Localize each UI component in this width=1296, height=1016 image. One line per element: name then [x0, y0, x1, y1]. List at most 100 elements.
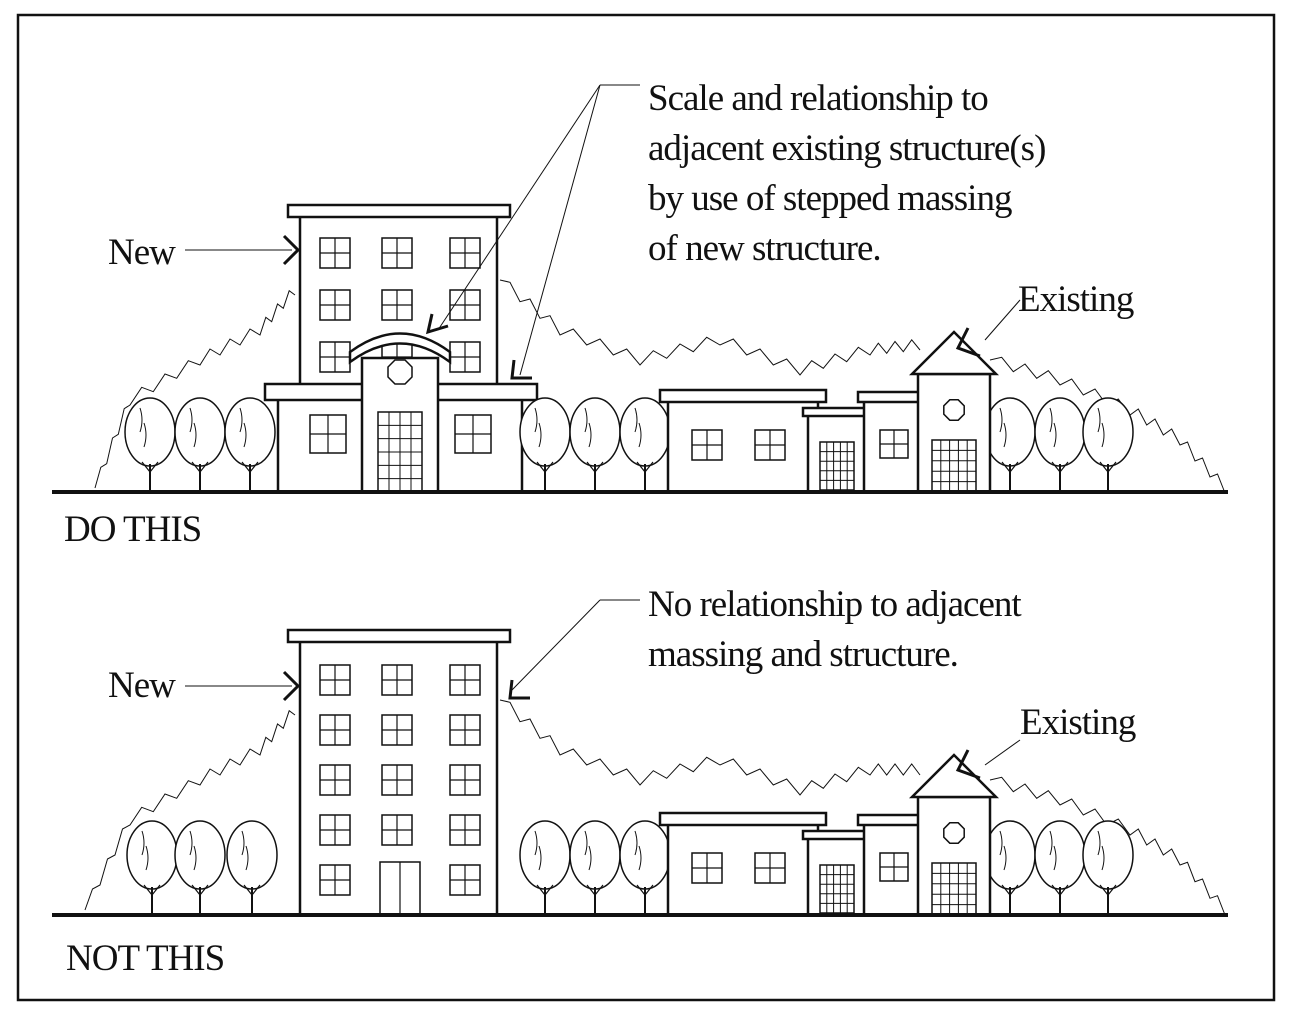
bottom-existing-label: Existing [1020, 702, 1136, 743]
tree-canopy [519, 397, 571, 467]
existing-gable-roof [908, 753, 1000, 799]
tree-shading [239, 407, 247, 448]
top-callout-line: adjacent existing structure(s) [648, 128, 1045, 169]
tree-branch [149, 461, 159, 473]
callout-leader [511, 599, 601, 691]
top-new-label: New [108, 232, 176, 273]
octagon-window [387, 359, 413, 385]
tree-shading [241, 830, 249, 871]
tree-branch [151, 884, 161, 896]
tree-branch [199, 884, 209, 896]
tree-shading [584, 830, 592, 871]
callout-leader [437, 84, 601, 331]
tree-canopy [224, 397, 276, 467]
tree-branch [1001, 884, 1011, 896]
tree-canopy [984, 820, 1036, 890]
tree-canopy [1034, 820, 1086, 890]
new-tower-cornice [286, 628, 512, 644]
grid-window [819, 441, 855, 491]
top-callout-line: Scale and relationship to [648, 78, 988, 119]
tree-branch [1051, 461, 1061, 473]
tree-canopy [619, 397, 671, 467]
existing-cornice [856, 813, 928, 827]
tree-branch [636, 884, 646, 896]
tree-canopy [174, 397, 226, 467]
existing-arrow [955, 749, 981, 780]
tree-branch [249, 461, 259, 473]
existing-building [666, 398, 820, 494]
tree-canopy [1082, 820, 1134, 890]
not-this-panel [52, 599, 1228, 917]
tree-shading [189, 407, 197, 448]
foliage-outline [94, 289, 296, 489]
top-existing-label: Existing [1018, 279, 1134, 320]
tree-canopy [174, 820, 226, 890]
grid-window [931, 862, 977, 916]
tree-branch [241, 461, 251, 473]
tree-canopy [519, 820, 571, 890]
tree-branch [191, 461, 201, 473]
tree-branch [586, 461, 596, 473]
tree-shading [1097, 830, 1105, 871]
tree-branch [1107, 461, 1117, 473]
existing-cornice [658, 388, 828, 404]
existing-gable-roof [908, 330, 1000, 376]
tree-branch [644, 884, 654, 896]
arched-roof [348, 332, 452, 365]
tree-shading [634, 830, 642, 871]
existing-leader-line [984, 299, 1021, 341]
existing-leader-line [984, 739, 1021, 766]
new-arrow [282, 234, 301, 266]
tree-branch [594, 884, 604, 896]
callout-arrow [425, 313, 449, 335]
existing-cornice [856, 390, 928, 404]
tree-branch [1059, 461, 1069, 473]
new-arrow [282, 670, 301, 702]
tree-canopy [126, 820, 178, 890]
tree-branch [1009, 461, 1019, 473]
existing-building [666, 821, 820, 917]
tree-branch [536, 461, 546, 473]
tree-branch [544, 461, 554, 473]
tree-branch [636, 461, 646, 473]
bottom-new-label: New [108, 665, 176, 706]
tree-branch [1107, 884, 1117, 896]
do-this-panel [52, 84, 1228, 494]
top-callout-line: by use of stepped massing [648, 178, 1012, 219]
tree-branch [1099, 884, 1109, 896]
tree-shading [141, 830, 149, 871]
tree-branch [644, 461, 654, 473]
tree-branch [199, 461, 209, 473]
tree-branch [586, 884, 596, 896]
new-tower-cornice [286, 203, 512, 219]
tree-branch [1099, 461, 1109, 473]
tree-branch [1051, 884, 1061, 896]
tree-shading [634, 407, 642, 448]
tree-shading [534, 407, 542, 448]
tree-branch [1059, 884, 1069, 896]
tree-shading [1049, 407, 1057, 448]
existing-cornice [801, 406, 873, 418]
grid-window [931, 439, 977, 493]
tree-canopy [124, 397, 176, 467]
tree-canopy [569, 397, 621, 467]
bottom-callout-line: massing and structure. [648, 634, 958, 675]
frame-border [16, 13, 1276, 1002]
callout-arrow [510, 359, 532, 380]
tree-canopy [569, 820, 621, 890]
tree-shading [139, 407, 147, 448]
tree-branch [143, 884, 153, 896]
tree-branch [141, 461, 151, 473]
tree-canopy [1082, 397, 1134, 467]
tree-shading [189, 830, 197, 871]
top-callout-line: of new structure. [648, 228, 881, 269]
tree-branch [544, 884, 554, 896]
grid-window [819, 864, 855, 914]
foliage-outline [84, 709, 296, 911]
tree-canopy [1034, 397, 1086, 467]
tree-shading [534, 830, 542, 871]
tree-canopy [226, 820, 278, 890]
tree-branch [251, 884, 261, 896]
not-this-caption: NOT THIS [66, 938, 224, 979]
